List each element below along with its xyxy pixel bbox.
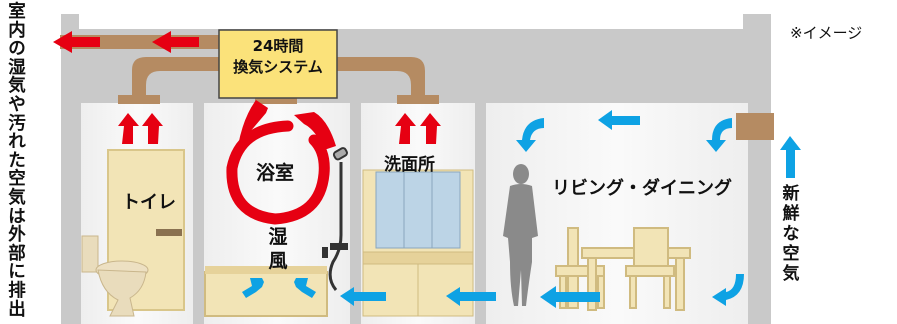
grille-toilet bbox=[118, 95, 160, 104]
toilet-furniture bbox=[81, 149, 185, 317]
vertical-char: 空 bbox=[782, 244, 800, 264]
vertical-char: 汚 bbox=[8, 113, 26, 134]
vertical-char: 気 bbox=[8, 187, 26, 208]
vertical-char: た bbox=[8, 150, 26, 171]
exhaust-arrow-toilet bbox=[118, 113, 163, 144]
fresh-air-label: 新鮮な空気 bbox=[780, 186, 802, 286]
vertical-char: 内 bbox=[8, 20, 26, 41]
exhaust-out-arrow-2 bbox=[152, 31, 199, 53]
fresh-arrow-top-mid bbox=[598, 110, 640, 130]
vertical-char: 空 bbox=[8, 169, 26, 190]
bath-arrow-right bbox=[294, 278, 316, 298]
system-label-line2: 換気システム bbox=[233, 58, 323, 76]
vertical-char: 部 bbox=[8, 243, 26, 264]
exhaust-out-arrow-1 bbox=[53, 31, 100, 53]
person-silhouette bbox=[503, 164, 538, 306]
vertical-char: 排 bbox=[8, 280, 26, 301]
ventilation-system-label: 24時間 換気システム bbox=[220, 36, 336, 78]
ventilation-unit bbox=[218, 29, 338, 99]
room-label-washroom: 洗面所 bbox=[384, 155, 435, 175]
vertical-char: の bbox=[8, 39, 26, 60]
vertical-char: 外 bbox=[8, 225, 26, 246]
fresh-arrow-floor-2 bbox=[446, 287, 496, 306]
duct-toilet bbox=[132, 57, 225, 103]
dining-set bbox=[555, 227, 691, 311]
vertical-char: な bbox=[782, 224, 800, 244]
toilet-bowl-icon bbox=[81, 235, 149, 317]
fresh-air-arrows bbox=[242, 110, 801, 308]
fresh-air-inlet bbox=[736, 113, 774, 140]
fresh-arrow-inlet bbox=[706, 118, 732, 152]
vertical-char: 風 bbox=[268, 250, 288, 272]
vertical-char: 出 bbox=[8, 299, 26, 320]
vertical-char: 新 bbox=[782, 184, 800, 204]
vertical-char: 気 bbox=[8, 76, 26, 97]
fresh-arrow-top-left bbox=[516, 118, 544, 152]
grille-washroom bbox=[397, 95, 439, 104]
room-label-toilet: トイレ bbox=[122, 192, 176, 213]
vertical-char: れ bbox=[8, 132, 26, 153]
fresh-in-arrow bbox=[780, 136, 801, 178]
fresh-arrow-floor-1 bbox=[540, 286, 600, 308]
side-note-exhaust: 室内の湿気や汚れた空気は外部に排出 bbox=[4, 2, 30, 320]
vertical-char: 室 bbox=[8, 2, 26, 22]
humid-air-label: 湿風 bbox=[263, 228, 293, 276]
fresh-arrow-corner bbox=[712, 274, 744, 306]
vertical-char: 気 bbox=[782, 264, 800, 284]
vertical-char: は bbox=[8, 206, 26, 227]
fresh-arrow-floor-3 bbox=[340, 287, 386, 306]
shower-hose bbox=[328, 162, 343, 291]
room-label-living: リビング・ダイニング bbox=[552, 178, 732, 199]
room-label-bath: 浴室 bbox=[256, 162, 295, 184]
image-note: ※イメージ bbox=[790, 24, 863, 42]
vertical-char: 湿 bbox=[268, 226, 288, 248]
vertical-char: 鮮 bbox=[782, 204, 800, 224]
vertical-char: 湿 bbox=[8, 57, 26, 78]
exhaust-arrow-washroom bbox=[395, 113, 441, 144]
vertical-char: に bbox=[8, 262, 26, 283]
vertical-char: や bbox=[8, 94, 26, 115]
grille-bath bbox=[255, 95, 297, 104]
duct-washroom bbox=[334, 57, 425, 103]
bath-arrow-left bbox=[242, 278, 264, 298]
system-label-line1: 24時間 bbox=[252, 37, 304, 55]
vanity bbox=[362, 169, 474, 317]
exhaust-arrows bbox=[53, 31, 441, 150]
steam-loop bbox=[226, 120, 330, 225]
